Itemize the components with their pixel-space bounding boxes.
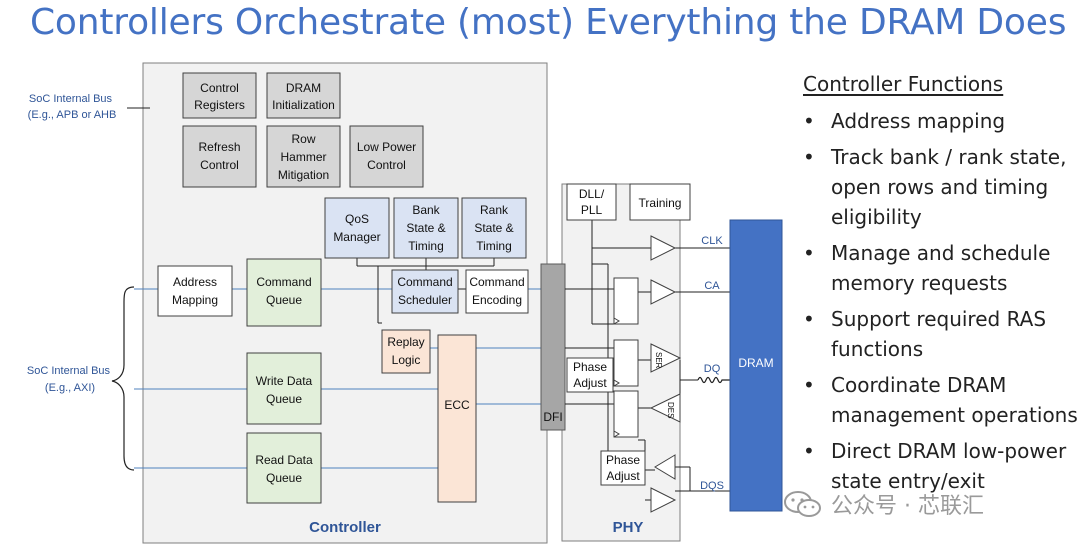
controller-wires (134, 288, 541, 469)
clk-buffer (650, 235, 677, 261)
controller-functions-panel: Controller Functions Address mapping Tra… (803, 72, 1080, 502)
ca-buffer (650, 279, 677, 305)
scheduler-wires (356, 258, 495, 324)
dq-write-flipflop (613, 339, 639, 387)
watermark: 公众号 · 芯联汇 (783, 488, 984, 520)
controller-functions-list: Address mapping Track bank / rank state,… (803, 106, 1080, 496)
controller-functions-heading: Controller Functions (803, 72, 1004, 96)
ca-signal-label: CA (704, 280, 720, 292)
ca-flipflop (613, 277, 639, 325)
dq-bus-coil (697, 376, 730, 384)
svg-text:DRAM: DRAM (738, 356, 773, 370)
ecc-block: ECC (437, 334, 477, 503)
soc-bus-mid-label: SoC Internal Bus (E.g., AXI) (27, 365, 113, 394)
dq-signal-label: DQ (704, 363, 721, 375)
phy-label: PHY (613, 519, 644, 536)
des-label: DES (666, 402, 675, 418)
dll-pll-block: DLL/PLL (566, 183, 617, 221)
des-buffer (649, 393, 681, 423)
function-item-address-mapping: Address mapping (803, 106, 1080, 136)
svg-text:DLL/PLL: DLL/PLL (579, 187, 605, 217)
svg-text:DFI: DFI (543, 410, 562, 424)
soc-bus-brace (111, 286, 135, 471)
svg-text:Training: Training (639, 196, 682, 210)
dqs-in-buffer (654, 454, 676, 480)
clk-signal-label: CLK (701, 235, 723, 247)
svg-text:ECC: ECC (444, 398, 470, 412)
slide-title: Controllers Orchestrate (most) Everythin… (30, 2, 1067, 43)
function-item-track-bank-rank: Track bank / rank state,open rows and ti… (803, 142, 1080, 232)
dfi-bar: DFI (540, 263, 566, 431)
dqs-signal-label: DQS (700, 480, 724, 492)
ser-buffer (650, 343, 682, 373)
training-block: Training (629, 183, 691, 221)
flipflop-clock-marks (613, 317, 620, 438)
controller-label: Controller (309, 519, 381, 536)
dram-block: DRAM (729, 219, 783, 512)
dqs-out-buffer (650, 487, 677, 513)
ser-label: SER (654, 352, 663, 369)
dq-read-flipflop (613, 390, 639, 438)
wechat-logo-icon (783, 489, 823, 519)
watermark-text: 公众号 · 芯联汇 (831, 494, 984, 519)
soc-bus-top-label: SoC Internal Bus (E.g., APB or AHB (28, 93, 117, 121)
